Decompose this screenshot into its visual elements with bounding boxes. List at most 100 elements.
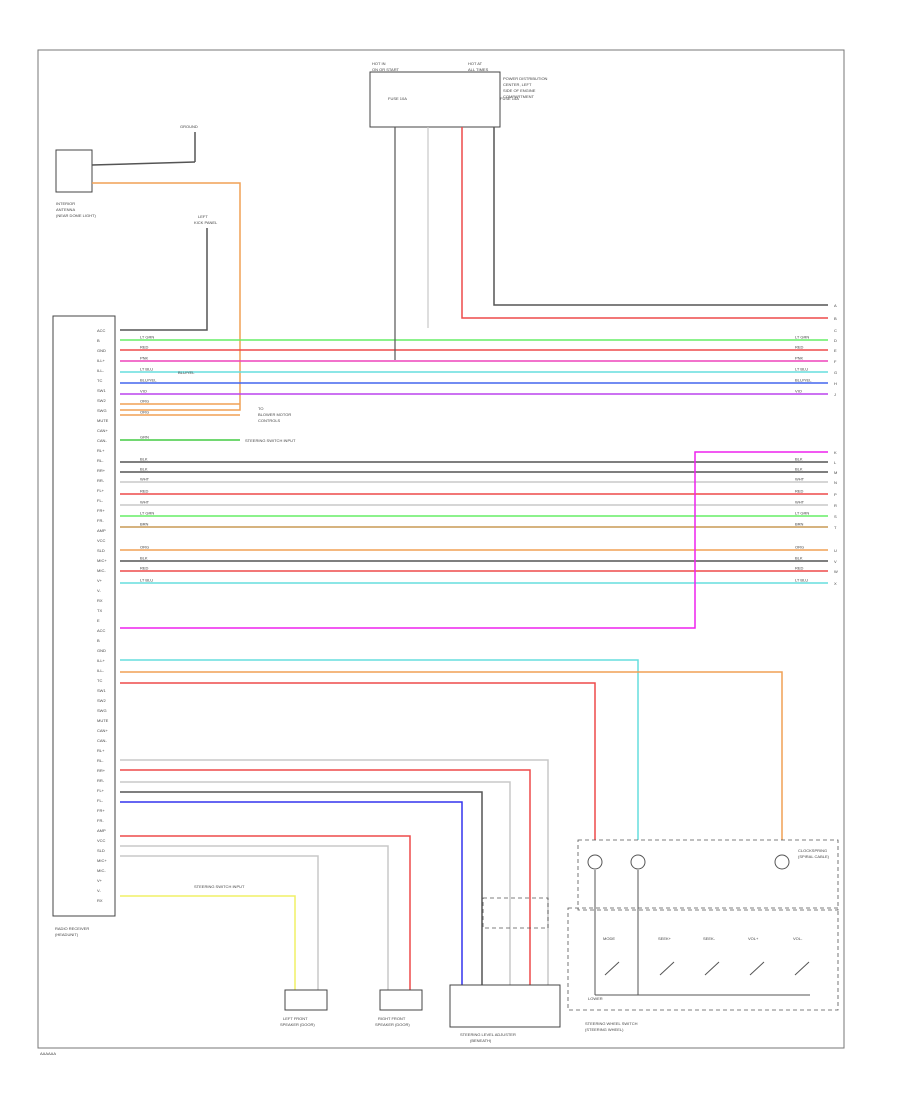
fuse-detail-2: CENTER, LEFT: [503, 82, 532, 87]
radio-pin-label: SLD: [97, 848, 105, 853]
wire-color-label: BLU/YEL: [140, 378, 157, 383]
antenna-label-1: INTERIOR: [56, 201, 75, 206]
radio-pin-label: RX: [97, 898, 103, 903]
wire-color-label-right: BLK: [795, 556, 803, 561]
radio-pin-label: FL-: [97, 798, 104, 803]
wire-color-label-right: PNK: [795, 356, 804, 361]
wire-color-label-right: RED: [795, 489, 804, 494]
right-pin-letter: N: [834, 480, 837, 485]
cs-wire-ltblu: [120, 659, 639, 840]
steering-switch-label-2: (STEERING WHEEL): [585, 1027, 624, 1032]
steering-level-adjuster: STEERING LEVEL ADJUSTER (BENEATH): [449, 897, 561, 1043]
wire-color-label: LT BLU: [140, 578, 153, 583]
right-pin-letter: E: [834, 348, 837, 353]
wire-color-label-right: WHT: [795, 477, 805, 482]
adjuster-box: [449, 984, 561, 1028]
antenna-signal-wire: [92, 182, 241, 411]
radio-pin-label: V-: [97, 888, 101, 893]
cs-connector-2: [630, 854, 646, 870]
right-pin-letter: J: [834, 392, 836, 397]
antenna-box: [55, 149, 93, 193]
radio-pin-label: V+: [97, 578, 103, 583]
switch-contact: [794, 961, 810, 976]
radio-pin-label: RR+: [97, 468, 106, 473]
radio-pin-label: RL-: [97, 458, 104, 463]
kick-ground-2: KICK PANEL: [194, 220, 218, 225]
wire-color-label-right: RED: [795, 566, 804, 571]
wire-color-label-right: RED: [795, 345, 804, 350]
radio-pin-label: FR-: [97, 818, 104, 823]
radio-pin-label: RR-: [97, 478, 105, 483]
radio-pin-label: VCC: [97, 838, 106, 843]
note-blower: BLU/YEL: [178, 370, 195, 375]
radio-pin-label: FR+: [97, 508, 105, 513]
fuse-detail-1: POWER DISTRIBUTION: [503, 76, 548, 81]
spk-wire-wht4: [120, 855, 319, 990]
radio-pin-label: B: [97, 338, 100, 343]
radio-pin-label: SWG: [97, 708, 107, 713]
note-mic-3: CONTROLS: [258, 418, 281, 423]
right-pin-letter: U: [834, 548, 837, 553]
adjuster-label-1: STEERING LEVEL ADJUSTER: [460, 1032, 516, 1037]
wire-color-label-right: BLK: [795, 467, 803, 472]
spk-wire-wht2: [120, 781, 511, 985]
clockspring-wires: [120, 659, 783, 840]
wire-color-label-right: BLK: [795, 457, 803, 462]
wire-color-label: GRN: [140, 435, 149, 440]
left-front-speaker: LEFT FRONT SPEAKER (DOOR): [280, 989, 328, 1027]
radio-pin-label: ILL+: [97, 358, 106, 363]
right-pin-letter: S: [834, 514, 837, 519]
ground-label-top: GROUND: [180, 124, 198, 129]
radio-pin-label: TC: [97, 678, 102, 683]
right-pin-letter: K: [834, 450, 837, 455]
radio-pin-label: V+: [97, 878, 103, 883]
kick-ground-1: LEFT: [198, 214, 208, 219]
radio-pin-label: B: [97, 638, 100, 643]
right-speaker-box: [379, 989, 423, 1011]
fuse-note-left: FUSE 10A: [388, 96, 407, 101]
radio-pin-label: MIC+: [97, 858, 107, 863]
radio-pin-label: SW2: [97, 698, 106, 703]
radio-pin-label: E: [97, 618, 100, 623]
right-pin-letter: T: [834, 525, 837, 530]
wire-color-label: BRN: [140, 522, 149, 527]
radio-pin-label: FR-: [97, 518, 104, 523]
radio-pin-label: CAN+: [97, 428, 108, 433]
switch-contact: [604, 961, 620, 976]
fuse-note-right: FUSE 15A: [500, 96, 519, 101]
radio-pin-label: SWG: [97, 408, 107, 413]
switch-contact: [659, 961, 675, 976]
cs-wire-red: [120, 682, 596, 840]
radio-pin-label: VCC: [97, 538, 106, 543]
radio-pin-label: MIC+: [97, 558, 107, 563]
spk-wire-yel: [120, 895, 296, 990]
note-steering: STEERING SWITCH INPUT: [245, 438, 296, 443]
diagram-frame: [37, 49, 845, 1049]
radio-pin-labels: ACCBGNDILL+ILL-TCSW1SW2SWGMUTECAN+CAN-RL…: [97, 328, 109, 903]
wire-color-label: RED: [140, 566, 149, 571]
radio-pin-label: ACC: [97, 628, 106, 633]
radio-pin-label: FR+: [97, 808, 105, 813]
steering-switch-label-1: STEERING WHEEL SWITCH: [585, 1021, 638, 1026]
radio-pin-label: ACC: [97, 328, 106, 333]
right-pin-letter: D: [834, 338, 837, 343]
right-pin-letter: G: [834, 370, 837, 375]
right-pin-letter: A: [834, 303, 837, 308]
radio-pin-label: GND: [97, 348, 106, 353]
radio-pin-label: GND: [97, 648, 106, 653]
spk-wire-red2: [120, 835, 411, 990]
wire-color-label: LT GRN: [140, 335, 154, 340]
lower-label: LOWER: [588, 996, 603, 1001]
radio-pin-label: MIC-: [97, 568, 106, 573]
antenna-ground-wire: [91, 161, 196, 166]
wire-color-label-right: ORG: [795, 545, 804, 550]
note-mic-1: TO: [258, 406, 263, 411]
spk-wire-blu: [120, 801, 463, 985]
fuse-left-label-2: ON OR START: [372, 67, 400, 72]
right-pin-letter: F: [834, 359, 837, 364]
spk-wire-blk: [120, 791, 483, 985]
right-pin-letter: B: [834, 316, 837, 321]
radio-pin-label: RR-: [97, 778, 105, 783]
